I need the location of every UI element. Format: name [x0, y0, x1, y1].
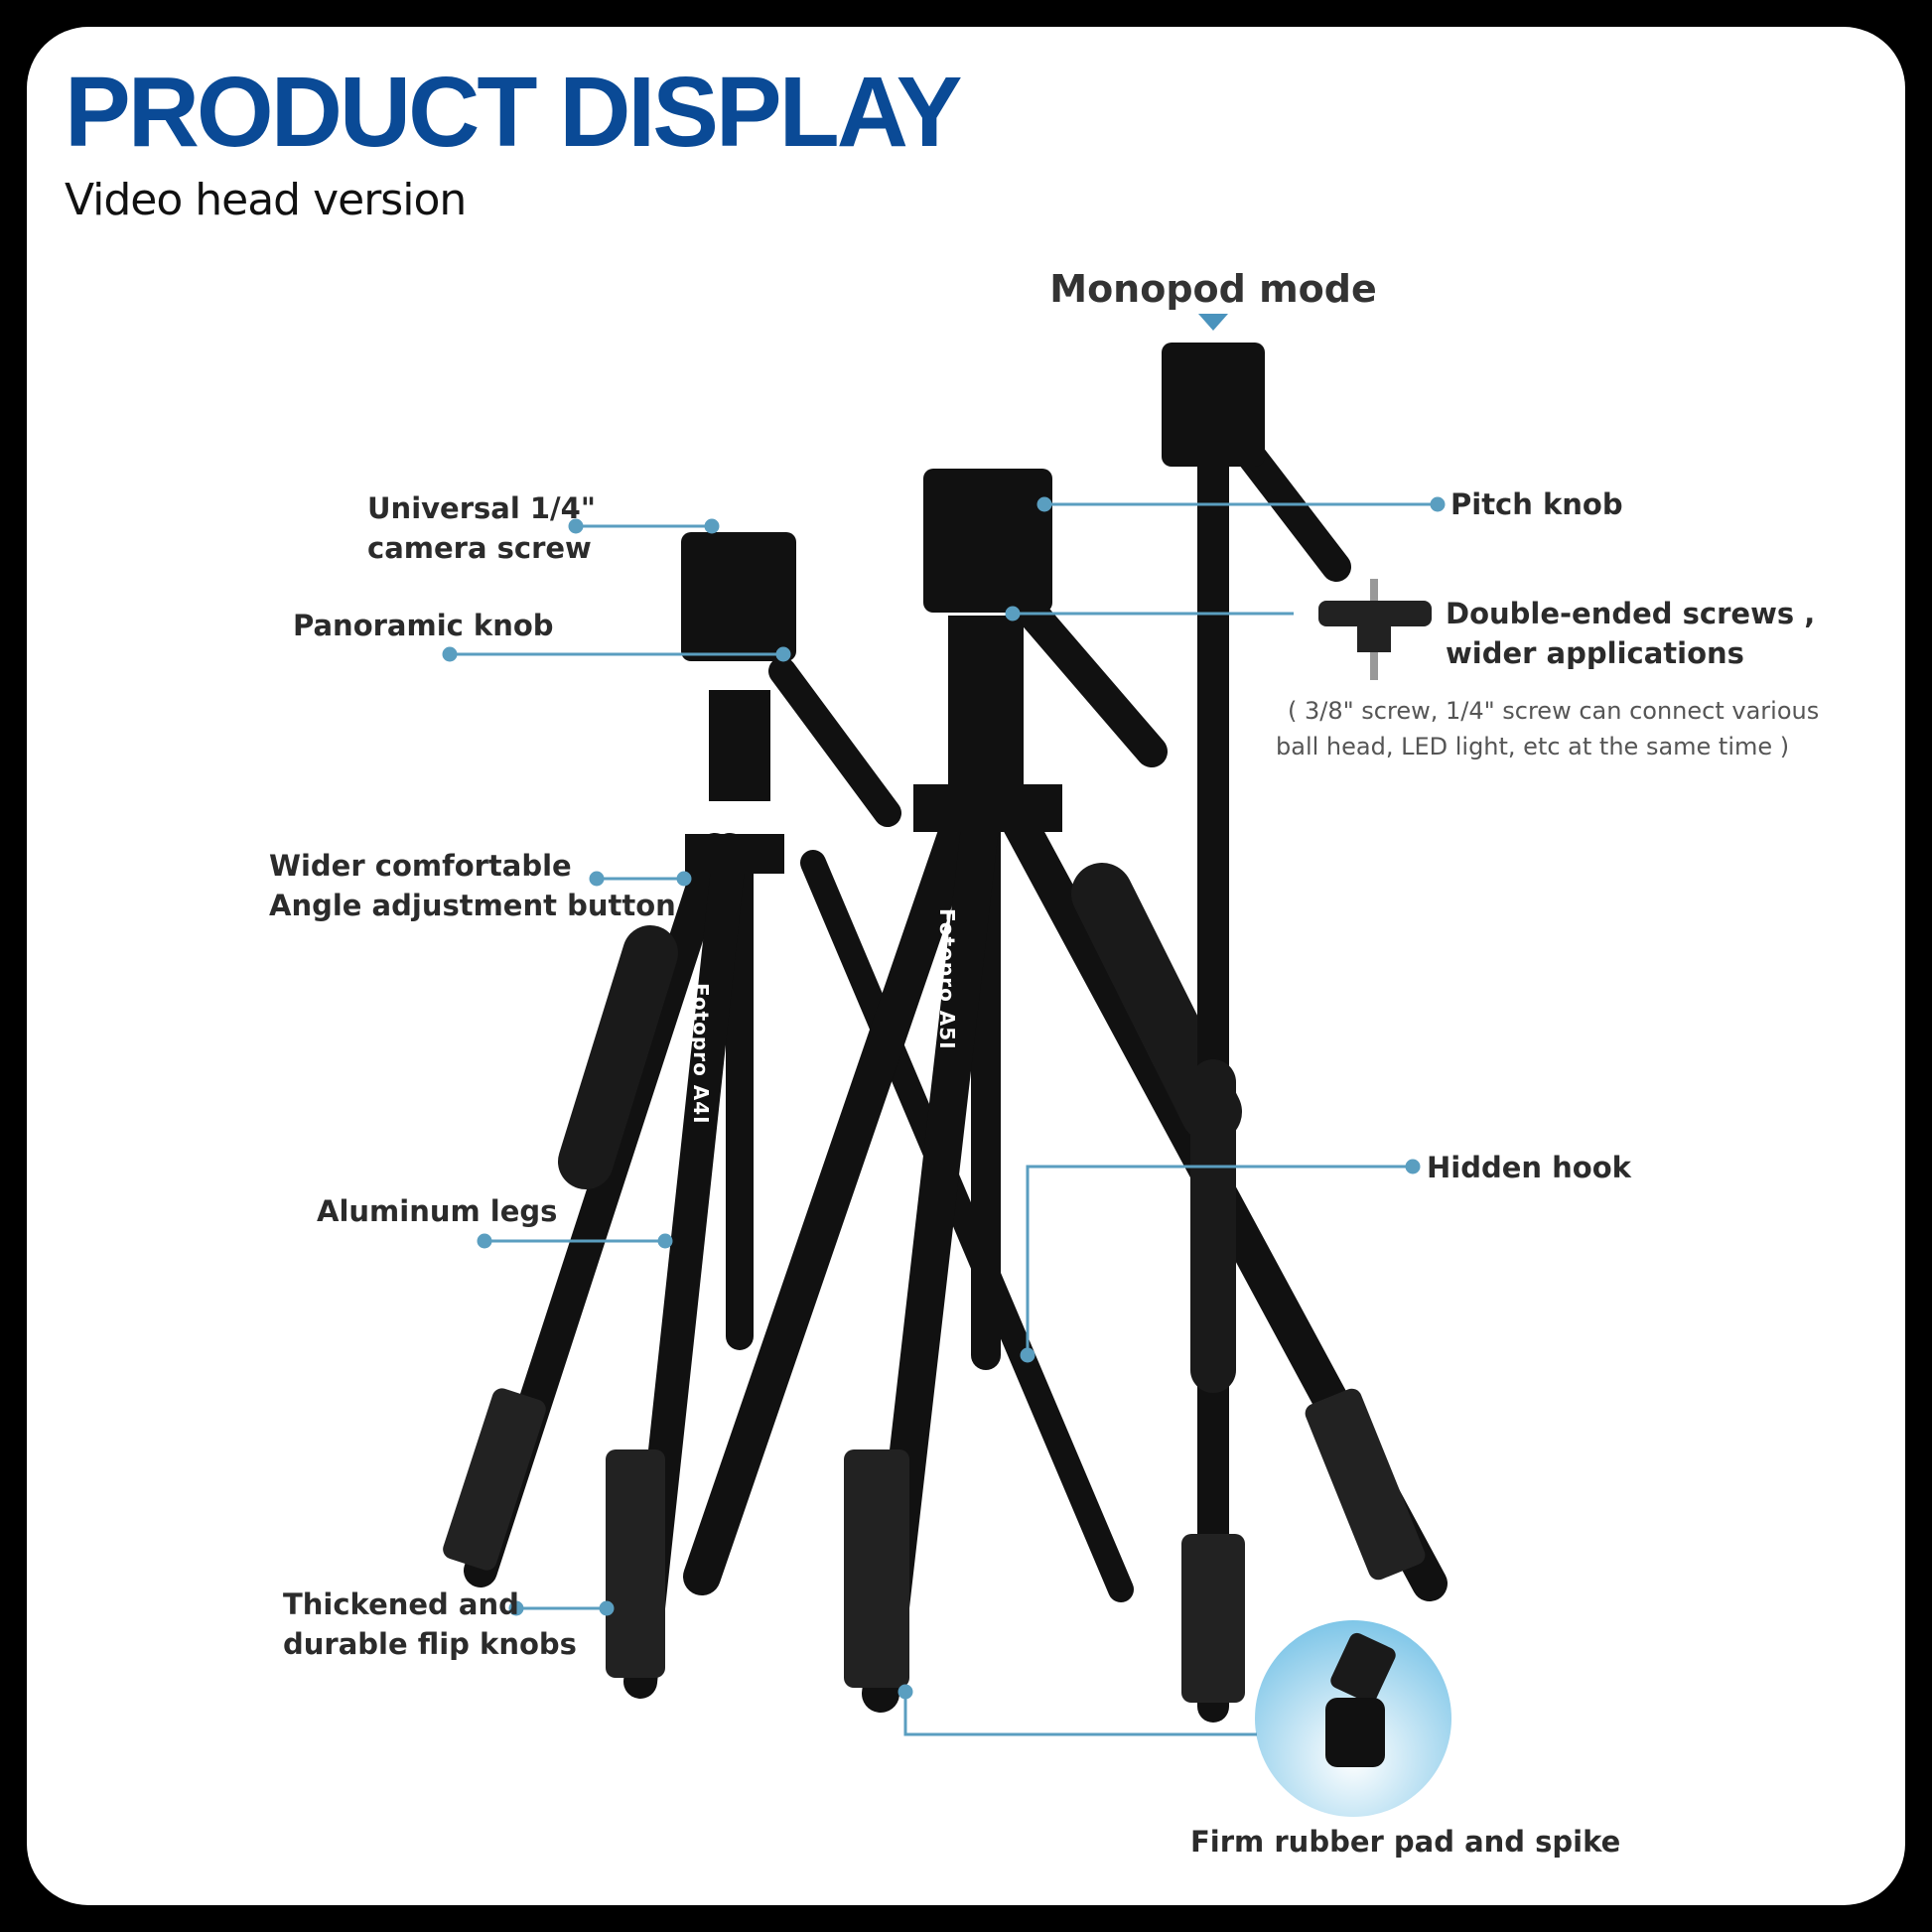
callout-line-2: durable flip knobs	[283, 1627, 577, 1661]
double-ended-screw-icon	[1318, 579, 1432, 680]
monopod-mode-label: Monopod mode	[1049, 267, 1377, 311]
callout-hidden-hook: Hidden hook	[1427, 1151, 1631, 1184]
callout-double-screws: Double-ended screws , wider applications	[1446, 594, 1815, 673]
note-line-1: ( 3/8" screw, 1/4" screw can connect var…	[1288, 697, 1820, 725]
left-tripod-marking: Fotopro A4I	[689, 983, 713, 1125]
double-screws-note: ( 3/8" screw, 1/4" screw can connect var…	[1276, 693, 1819, 764]
page-subtitle: Video head version	[65, 175, 467, 225]
callout-line-2: camera screw	[367, 531, 592, 565]
callout-line-1: Universal 1/4"	[367, 491, 596, 525]
callout-pitch-knob: Pitch knob	[1450, 487, 1623, 521]
callout-line-2: Angle adjustment button	[269, 889, 676, 922]
note-line-2: ball head, LED light, etc at the same ti…	[1276, 733, 1790, 760]
callout-line-1: Thickened and	[283, 1587, 519, 1621]
callout-rubber-pad: Firm rubber pad and spike	[1190, 1825, 1621, 1859]
callout-aluminum-legs: Aluminum legs	[317, 1194, 558, 1228]
callout-angle-button: Wider comfortable Angle adjustment butto…	[269, 846, 676, 925]
callout-camera-screw: Universal 1/4" camera screw	[367, 488, 596, 568]
callout-line-1: Double-ended screws ,	[1446, 597, 1816, 630]
callout-line-2: wider applications	[1446, 636, 1744, 670]
monopod	[1162, 343, 1351, 1723]
callout-flip-knobs: Thickened and durable flip knobs	[283, 1585, 577, 1664]
down-arrow-icon	[1198, 314, 1228, 331]
callout-line-1: Wider comfortable	[269, 849, 572, 883]
tripod-a5i	[683, 469, 1448, 1713]
callout-panoramic-knob: Panoramic knob	[293, 609, 554, 642]
middle-tripod-marking: Fotopro A5I	[935, 908, 959, 1050]
callout-lines	[442, 496, 1446, 1736]
page-title: PRODUCT DISPLAY	[65, 57, 962, 168]
tripod-a4i	[443, 532, 1134, 1699]
